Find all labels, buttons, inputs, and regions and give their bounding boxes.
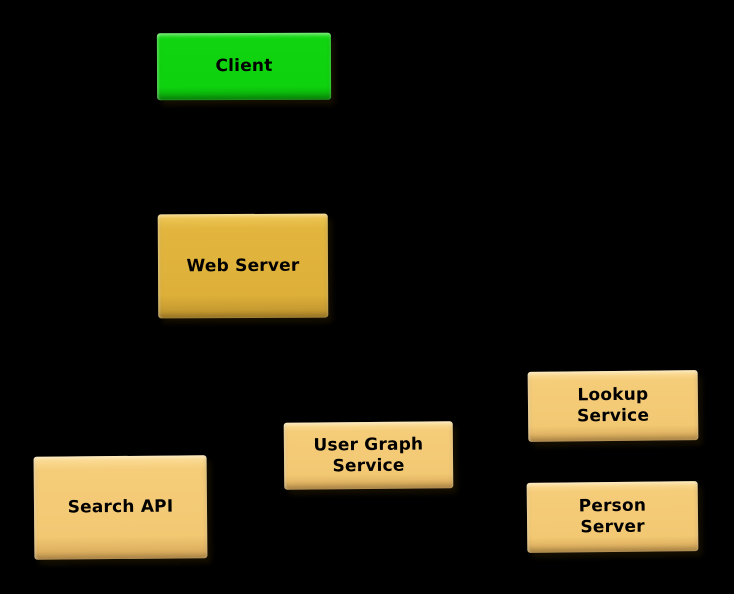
node-lookup-service: Lookup Service [527, 370, 699, 442]
node-person-server-label-line2: Server [580, 516, 645, 538]
node-search-api: Search API [33, 455, 208, 560]
node-lookup-service-label-line2: Service [576, 405, 650, 427]
node-client: Client [156, 32, 332, 101]
node-user-graph-service-label-line2: Service [332, 455, 405, 476]
node-user-graph-service-label-line1: User Graph [313, 434, 424, 456]
node-person-server: Person Server [526, 481, 699, 553]
node-person-server-label-line1: Person [578, 495, 647, 517]
node-search-api-label: Search API [67, 496, 174, 518]
node-lookup-service-label-line1: Lookup [577, 384, 649, 406]
node-client-label: Client [215, 56, 273, 77]
node-web-server: Web Server [157, 213, 329, 319]
node-web-server-label: Web Server [186, 255, 300, 276]
node-user-graph-service: User Graph Service [283, 421, 454, 490]
